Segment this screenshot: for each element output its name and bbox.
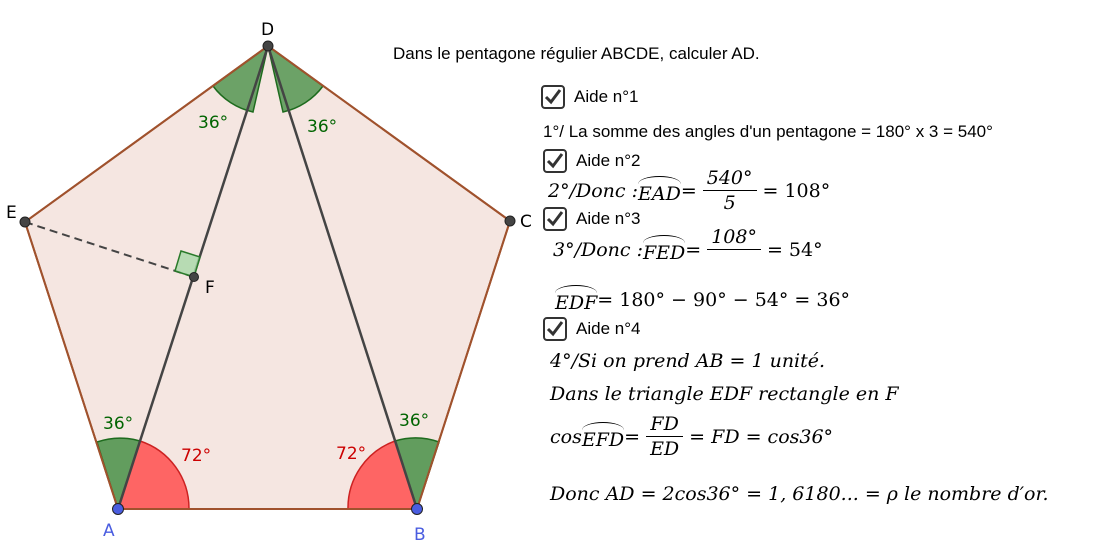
step-3-fraction: 108°	[707, 226, 761, 273]
point-C[interactable]	[504, 215, 516, 227]
angle-label-DBC: 36°	[399, 411, 429, 431]
aide-2[interactable]: Aide n°2	[543, 149, 640, 173]
label-A: A	[103, 521, 115, 541]
step-3-denominator	[730, 250, 738, 273]
aide-2-checkbox[interactable]	[543, 149, 567, 173]
step-4-result: = FD = cos36°	[689, 425, 834, 448]
step-3b-rest: = 180° − 90° − 54° = 36°	[597, 289, 851, 311]
angle-label-ABD: 72°	[336, 444, 366, 464]
step-4-conclusion: Donc AD = 2cos36° = 1, 6180... = ρ le no…	[550, 483, 1049, 505]
label-F: F	[205, 278, 215, 298]
step-2-prefix: 2°/Donc :	[548, 179, 638, 202]
step-3b-angle: EDF	[555, 285, 598, 314]
step-4-numerator: FD	[646, 413, 683, 437]
right-angle-marker	[174, 250, 201, 278]
step-4-cos-formula: cos EFD = FD ED = FD = cos36°	[550, 413, 833, 460]
step-3-result: = 54°	[766, 238, 823, 261]
step-1-text: 1°/ La somme des angles d'un pentagone =…	[543, 122, 993, 141]
step-4-fraction: FD ED	[646, 413, 683, 460]
point-F[interactable]	[189, 272, 199, 282]
step-4-line2: Dans le triangle EDF rectangle en F	[550, 383, 899, 405]
checkmark-icon	[544, 89, 562, 105]
aide-4[interactable]: Aide n°4	[543, 317, 640, 341]
step-4-line1: 4°/Si on prend AB = 1 unité.	[550, 350, 826, 372]
segment-BD	[266, 45, 419, 510]
angle-label-DAB: 72°	[181, 446, 211, 466]
point-A[interactable]	[112, 503, 124, 515]
step-2-numerator: 540°	[702, 167, 757, 191]
step-4-eq1: =	[624, 425, 641, 448]
aide-1[interactable]: Aide n°1	[541, 85, 638, 109]
checkmark-icon	[546, 321, 564, 337]
aide-1-label: Aide n°1	[574, 87, 639, 106]
step-3-angle: FED	[642, 234, 686, 264]
step-3-numerator: 108°	[707, 226, 761, 250]
aide-4-label: Aide n°4	[576, 319, 641, 338]
aide-3-label: Aide n°3	[576, 209, 641, 228]
pentagon-ABCDE	[23, 44, 512, 510]
aide-2-label: Aide n°2	[576, 151, 641, 170]
angle-label-BDC: 36°	[307, 117, 337, 137]
step-3-formula: 3°/Donc : FED = 108° = 54°	[553, 226, 823, 273]
checkmark-icon	[546, 153, 564, 169]
label-B: B	[414, 525, 426, 545]
step-2-eq1: =	[680, 179, 697, 202]
label-D: D	[261, 20, 274, 40]
point-D[interactable]	[262, 40, 274, 52]
step-4-cos: cos	[550, 425, 582, 448]
step-2-fraction: 540° 5	[702, 167, 757, 214]
step-3-prefix: 3°/Donc :	[553, 238, 643, 261]
step-3b-formula: EDF = 180° − 90° − 54° = 36°	[555, 285, 851, 314]
step-2-angle: EAD	[637, 175, 681, 205]
step-2-formula: 2°/Donc : EAD = 540° 5 = 108°	[548, 167, 830, 214]
point-B[interactable]	[411, 503, 423, 515]
aide-3-checkbox[interactable]	[543, 207, 567, 231]
problem-title: Dans le pentagone régulier ABCDE, calcul…	[393, 44, 760, 63]
step-2-denominator: 5	[723, 192, 736, 214]
point-E[interactable]	[19, 216, 31, 228]
step-2-result: = 108°	[762, 179, 831, 202]
angle-label-EAD: 36°	[103, 414, 133, 434]
label-E: E	[6, 203, 17, 223]
aide-3[interactable]: Aide n°3	[543, 207, 640, 231]
segment-EF	[24, 221, 195, 278]
aide-4-checkbox[interactable]	[543, 317, 567, 341]
checkmark-icon	[546, 211, 564, 227]
step-4-angle: EFD	[581, 421, 625, 451]
step-4-denominator: ED	[650, 438, 680, 460]
step-3-eq1: =	[685, 238, 702, 261]
label-C: C	[520, 212, 532, 232]
angle-label-ADE: 36°	[198, 113, 228, 133]
pentagon-outline	[23, 44, 512, 510]
pentagon-figure: A B C D E F 36° 36° 36° 36° 72° 72°	[6, 20, 532, 545]
aide-1-checkbox[interactable]	[541, 85, 565, 109]
